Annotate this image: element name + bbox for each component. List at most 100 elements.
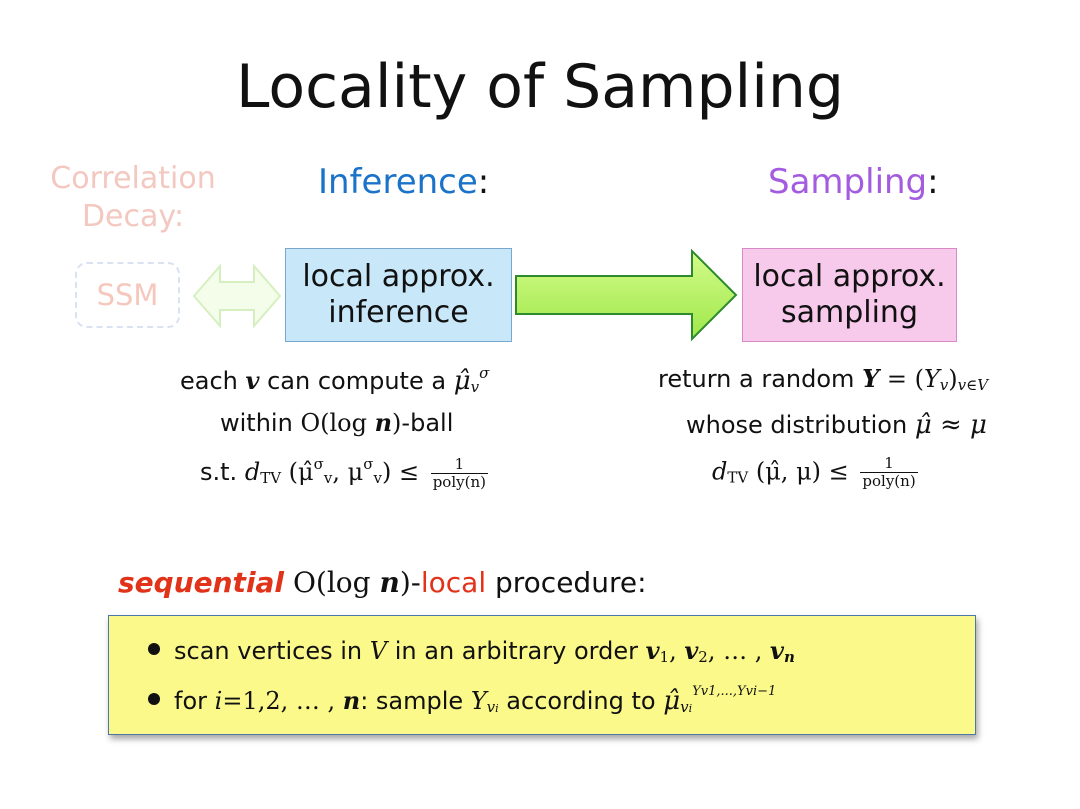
double-arrow-icon bbox=[192, 263, 282, 329]
correlation-heading-line1: Correlation bbox=[50, 161, 216, 196]
text-segment: σ bbox=[479, 364, 490, 382]
inference-line-ball: within O(log n)-ball bbox=[220, 408, 453, 437]
text-segment: (μ̂ bbox=[281, 458, 314, 486]
sampling-heading-word: Sampling bbox=[768, 162, 928, 202]
text-segment: Y bbox=[470, 687, 487, 715]
text-segment: =1,2, … , bbox=[222, 687, 343, 715]
text-segment: : sample bbox=[360, 687, 471, 715]
text-segment: can compute a bbox=[259, 367, 454, 395]
sampling-heading-colon: : bbox=[927, 162, 939, 202]
text-segment: n bbox=[783, 648, 795, 666]
text-segment: n bbox=[374, 408, 393, 437]
text-segment: , … , bbox=[707, 637, 770, 665]
text-segment: within bbox=[220, 409, 301, 437]
text-segment: μ̂ bbox=[663, 686, 681, 716]
slide-title: Locality of Sampling bbox=[235, 52, 845, 122]
text-segment: Y bbox=[923, 365, 940, 393]
text-segment: whose distribution bbox=[686, 411, 915, 439]
text-segment: TV bbox=[260, 469, 282, 487]
y-subscript: vi bbox=[487, 698, 499, 716]
text-segment: v bbox=[470, 378, 480, 396]
inference-line-compute: each v can compute a μ̂vσ bbox=[180, 364, 489, 396]
text-segment: each bbox=[180, 367, 246, 395]
text-segment: O(log bbox=[292, 566, 380, 599]
sampling-line-return: return a random Y = (Yv)v∈V bbox=[658, 364, 988, 394]
text-segment: 1 bbox=[659, 648, 670, 666]
text-segment: v bbox=[645, 636, 660, 665]
text-segment: , bbox=[669, 637, 685, 665]
right-arrow-icon bbox=[515, 248, 738, 342]
text-segment: scan vertices in bbox=[174, 637, 370, 665]
text-segment: in an arbitrary order bbox=[387, 637, 646, 665]
bullet-for-loop: for i=1,2, … , n: sample Yvi according t… bbox=[148, 684, 776, 716]
text-segment: σ bbox=[313, 455, 324, 473]
text-segment: 1 bbox=[860, 455, 918, 473]
bullet-dot-icon bbox=[148, 643, 160, 655]
text-segment: procedure: bbox=[486, 566, 647, 599]
inference-heading-word: Inference bbox=[318, 162, 478, 202]
text-segment: sequential bbox=[118, 566, 285, 599]
text-segment: 1 bbox=[430, 455, 488, 474]
text-segment: TV bbox=[727, 468, 749, 487]
text-segment: , μ bbox=[332, 458, 364, 486]
sampling-box-line2: sampling bbox=[780, 295, 918, 330]
sampling-line-distribution: whose distribution μ̂ ≈ μ bbox=[686, 410, 987, 440]
text-segment: for bbox=[174, 687, 215, 715]
text-segment: n bbox=[379, 566, 400, 599]
text-segment: v bbox=[323, 469, 333, 487]
inference-heading: Inference: bbox=[318, 162, 489, 202]
text-segment: ) bbox=[399, 566, 411, 599]
text-segment: v bbox=[373, 469, 382, 487]
mu-subscript: vi bbox=[680, 698, 692, 716]
text-segment: v bbox=[245, 366, 260, 395]
text-segment: s.t. bbox=[200, 458, 245, 486]
procedure-box bbox=[108, 615, 976, 735]
text-segment: 2 bbox=[698, 648, 708, 666]
text-segment: n bbox=[342, 686, 361, 715]
text-segment: v bbox=[939, 376, 949, 394]
sampling-heading: Sampling: bbox=[768, 162, 939, 202]
text-segment: d bbox=[244, 458, 261, 486]
text-segment: v bbox=[770, 636, 784, 665]
text-segment: ) bbox=[392, 409, 402, 437]
text-segment: v bbox=[684, 636, 699, 665]
text-segment: Y bbox=[862, 364, 880, 393]
text-segment: poly(n) bbox=[432, 472, 486, 491]
text-segment: σ bbox=[363, 455, 374, 473]
sampling-box: local approx. sampling bbox=[742, 248, 957, 342]
text-segment: ) bbox=[948, 365, 958, 393]
inference-box-line2: inference bbox=[328, 295, 469, 330]
text-segment: local bbox=[420, 566, 487, 599]
inference-box-line1: local approx. bbox=[302, 259, 495, 294]
text-segment: return a random bbox=[658, 365, 863, 393]
text-segment: O(log bbox=[300, 409, 375, 437]
procedure-heading: sequential O(log n)-local procedure: bbox=[118, 566, 647, 599]
text-segment: i bbox=[688, 702, 693, 715]
text-segment: Yv1,...,Yvi−1 bbox=[692, 684, 777, 699]
text-segment: V bbox=[369, 637, 388, 665]
text-segment: -ball bbox=[401, 409, 454, 437]
text-segment: v bbox=[680, 698, 689, 716]
bullet-scan-vertices: scan vertices in V in an arbitrary order… bbox=[148, 636, 795, 666]
inference-box: local approx. inference bbox=[285, 248, 512, 342]
text-segment: (μ̂, μ) ≤ bbox=[748, 457, 849, 486]
inference-heading-colon: : bbox=[477, 162, 490, 202]
ssm-label: SSM bbox=[96, 278, 159, 312]
text-segment: according to bbox=[498, 687, 664, 715]
text-segment: v bbox=[486, 698, 496, 716]
text-segment: = ( bbox=[879, 365, 924, 393]
text-segment: μ̂ ≈ μ bbox=[914, 410, 987, 440]
correlation-decay-heading: Correlation Decay: bbox=[38, 160, 228, 236]
ssm-box: SSM bbox=[75, 262, 180, 328]
text-segment: i bbox=[495, 702, 499, 715]
text-segment: d bbox=[712, 457, 728, 486]
text-segment: v∈V bbox=[957, 376, 989, 394]
sampling-box-line1: local approx. bbox=[753, 259, 946, 294]
text-segment: poly(n) bbox=[862, 472, 916, 490]
text-segment: i bbox=[214, 687, 223, 715]
bullet-dot-icon bbox=[148, 693, 160, 705]
